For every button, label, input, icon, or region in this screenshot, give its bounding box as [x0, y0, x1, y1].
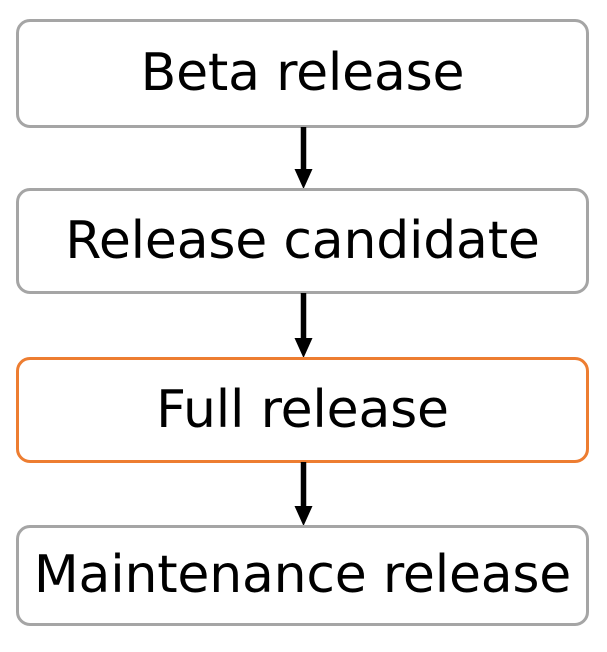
node-label-maintenance-release: Maintenance release — [33, 545, 572, 606]
edge-3-arrowhead-icon — [294, 506, 313, 526]
edge-1-arrowhead-icon — [294, 169, 313, 189]
node-label-full-release: Full release — [156, 379, 449, 440]
node-release-candidate[interactable]: Release candidate — [16, 188, 589, 294]
node-label-release-candidate: Release candidate — [65, 210, 540, 271]
node-full-release[interactable]: Full release — [16, 357, 589, 463]
node-label-beta-release: Beta release — [140, 43, 465, 104]
edge-2-arrowhead-icon — [294, 338, 313, 358]
edge-beta-release-to-release-candidate — [294, 127, 313, 189]
node-beta-release[interactable]: Beta release — [16, 19, 589, 128]
node-maintenance-release[interactable]: Maintenance release — [16, 525, 589, 626]
edge-release-candidate-to-full-release — [294, 293, 313, 358]
edge-full-release-to-maintenance-release — [294, 462, 313, 526]
